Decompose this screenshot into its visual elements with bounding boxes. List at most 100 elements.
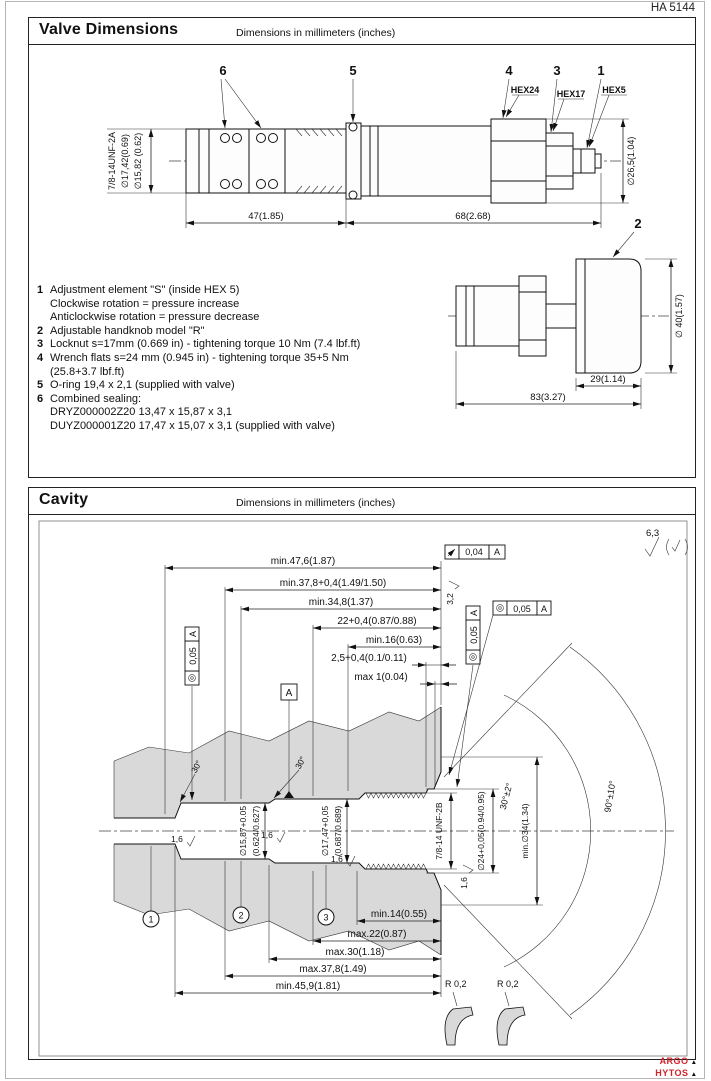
dim-top-4: 22+0,4(0.87/0.88) xyxy=(337,616,416,627)
dim-top-1: min.47,6(1.87) xyxy=(271,556,335,567)
roughness-check-icon xyxy=(346,855,356,867)
concentricity-icon xyxy=(188,674,196,682)
cavity-inner-frame xyxy=(38,520,688,1057)
datum-triangle-icon xyxy=(284,791,294,798)
dim-thread-label: 7/8-14UNF-2A xyxy=(107,132,117,190)
marker-2: 2 xyxy=(238,911,243,921)
bore-d4-label: min.∅34(1.34) xyxy=(520,803,530,858)
marker-1: 1 xyxy=(148,915,153,925)
valve-callouts: 6 5 4 3 1 HEX24 HEX17 HEX5 xyxy=(219,63,627,149)
note-line: Locknut s=17mm (0.669 in) - tightening t… xyxy=(50,338,361,351)
valve-right-dim: ∅26,5(1.04) xyxy=(546,118,636,204)
position-datum: A xyxy=(188,631,198,637)
concentricity-icon xyxy=(496,604,504,612)
dim-d265-label: ∅26,5(1.04) xyxy=(626,137,636,186)
roughness-6-3: 6,3 xyxy=(646,528,659,539)
bore-d3-label: ∅24+0,05(0.94/0.95) xyxy=(476,791,486,871)
valve-left-dims: 7/8-14UNF-2A ∅17,42(0.69) ∅15,82 (0.62) xyxy=(107,128,186,194)
radius-detail-shape xyxy=(444,1006,474,1046)
concentricity-icon xyxy=(469,653,477,661)
note-line: Adjustable handknob model "R" xyxy=(50,324,205,337)
note-6-num: 6 xyxy=(37,392,44,405)
dim-top-6: 2,5+0,4(0.1/0.11) xyxy=(331,653,407,664)
note-line: (25.8+3.7 lbf.ft) xyxy=(50,365,125,378)
callout-2: 2 xyxy=(634,216,641,231)
handknob-view xyxy=(448,258,669,374)
dim-bot-1: min.14(0.55) xyxy=(371,909,427,920)
bore-d1-label-in: (0.624/0.627) xyxy=(251,806,261,857)
note-line: Clockwise rotation = pressure increase xyxy=(50,297,240,310)
note-5-num: 5 xyxy=(37,379,44,392)
radius-details: R 0,2 R 0,2 xyxy=(444,979,526,1046)
bore-d2-label: ∅17,47+0,05 xyxy=(320,806,330,856)
dim-bot-5: min.45,9(1.81) xyxy=(276,981,340,992)
note-2: 2 Adjustable handknob model "R" xyxy=(37,325,439,339)
dim-68-label: 68(2.68) xyxy=(455,211,490,222)
position-tolerance-right-v: 0,05 A xyxy=(465,605,481,665)
position-value: 0,05 xyxy=(188,647,198,665)
flatness-tolerance-box: 0,04 A xyxy=(444,544,506,560)
angle-30-label: 30°±2° xyxy=(498,781,515,810)
page-frame xyxy=(5,1,705,1079)
dim-bot-4: max.37,8(1.49) xyxy=(299,964,366,975)
roughness-1-6: 1,6 xyxy=(331,854,343,864)
bore-d2-label-in: (0.687/0.689) xyxy=(333,806,343,857)
roughness-1-6: 1,6 xyxy=(459,877,469,889)
tolerance-symbol-icon xyxy=(447,548,456,557)
note-line: Wrench flats s=24 mm (0.945 in) - tighte… xyxy=(50,351,349,364)
position-datum: A xyxy=(541,604,547,614)
datum-a-label: A xyxy=(286,688,293,699)
roughness-check-icon xyxy=(644,536,660,557)
flatness-value: 0,04 xyxy=(465,547,483,557)
note-1: 1 Adjustment element "S" (inside HEX 5) … xyxy=(37,284,439,325)
note-1-num: 1 xyxy=(37,284,44,296)
surface-finish-marks: 1,6 1,6 1,6 1,6 3,2 xyxy=(171,580,474,889)
dim-29-label: 29(1.14) xyxy=(590,374,625,385)
hex17-label: HEX17 xyxy=(557,89,586,99)
position-datum: A xyxy=(469,610,479,616)
note-line: O-ring 19,4 x 2,1 (supplied with valve) xyxy=(50,379,235,392)
cavity-section-header: Cavity Dimensions in millimeters (inches… xyxy=(29,488,695,515)
callout-6: 6 xyxy=(219,63,226,78)
callout-1: 1 xyxy=(597,63,604,78)
cavity-bore-dims: ∅15,87+0.05 (0.624/0.627) ∅17,47+0,05 (0… xyxy=(238,756,543,906)
note-3: 3 Locknut s=17mm (0.669 in) - tightening… xyxy=(37,338,439,352)
note-line: Adjustment element "S" (inside HEX 5) xyxy=(50,284,240,296)
valve-section-title: Valve Dimensions xyxy=(39,21,179,38)
valve-dimensions-section: Valve Dimensions Dimensions in millimete… xyxy=(28,17,696,478)
roughness-check-icon xyxy=(448,580,460,590)
bore-thread-label: 7/8-14 UNF-2B xyxy=(434,802,444,859)
note-6: 6 Combined sealing: DRYZ000002Z20 13,47 … xyxy=(37,393,439,434)
marker-3: 3 xyxy=(323,913,328,923)
note-line: Combined sealing: xyxy=(50,392,142,405)
datum-a-box: A xyxy=(280,683,298,798)
callout-3: 3 xyxy=(553,63,560,78)
cavity-section-title: Cavity xyxy=(39,491,89,508)
doc-number: HA 5144 xyxy=(650,2,695,14)
parentheses-icon xyxy=(666,538,688,556)
roughness-1-6: 1,6 xyxy=(171,834,183,844)
valve-notes: 1 Adjustment element "S" (inside HEX 5) … xyxy=(37,284,439,434)
hex5-label: HEX5 xyxy=(602,85,626,95)
brand-argo: ARGO xyxy=(659,1056,689,1066)
roughness-check-icon xyxy=(671,539,681,552)
cavity-drawing: min.47,6(1.87) min.37,8+0,4(1.49/1.50) m… xyxy=(38,520,688,1057)
roughness-check-icon xyxy=(186,835,196,847)
note-line: DRYZ000002Z20 13,47 x 15,87 x 3,1 xyxy=(50,406,233,419)
general-roughness: 6,3 xyxy=(644,528,688,557)
handknob-dims: ∅ 40(1.57) 29(1.14) 83(3.27) xyxy=(455,258,684,409)
valve-section-subtitle: Dimensions in millimeters (inches) xyxy=(236,27,396,39)
roughness-check-icon xyxy=(276,831,286,843)
note-3-num: 3 xyxy=(37,338,44,351)
dim-top-7: max 1(0.04) xyxy=(354,672,407,683)
bore-section-markers: 1 2 3 xyxy=(142,846,335,928)
valve-section-header: Valve Dimensions Dimensions in millimete… xyxy=(29,18,695,45)
cavity-top-dims: min.47,6(1.87) min.37,8+0,4(1.49/1.50) m… xyxy=(164,556,457,814)
note-2-num: 2 xyxy=(37,324,44,337)
note-5: 5 O-ring 19,4 x 2,1 (supplied with valve… xyxy=(37,379,439,393)
radius-detail-shape xyxy=(496,1006,526,1046)
note-line: DUYZ000001Z20 17,47 x 15,07 x 3,1 (suppl… xyxy=(50,419,335,432)
logo-triangle-icon: ▲ xyxy=(690,1070,697,1078)
callout-4: 4 xyxy=(505,63,513,78)
radius-label: R 0,2 xyxy=(445,979,467,989)
